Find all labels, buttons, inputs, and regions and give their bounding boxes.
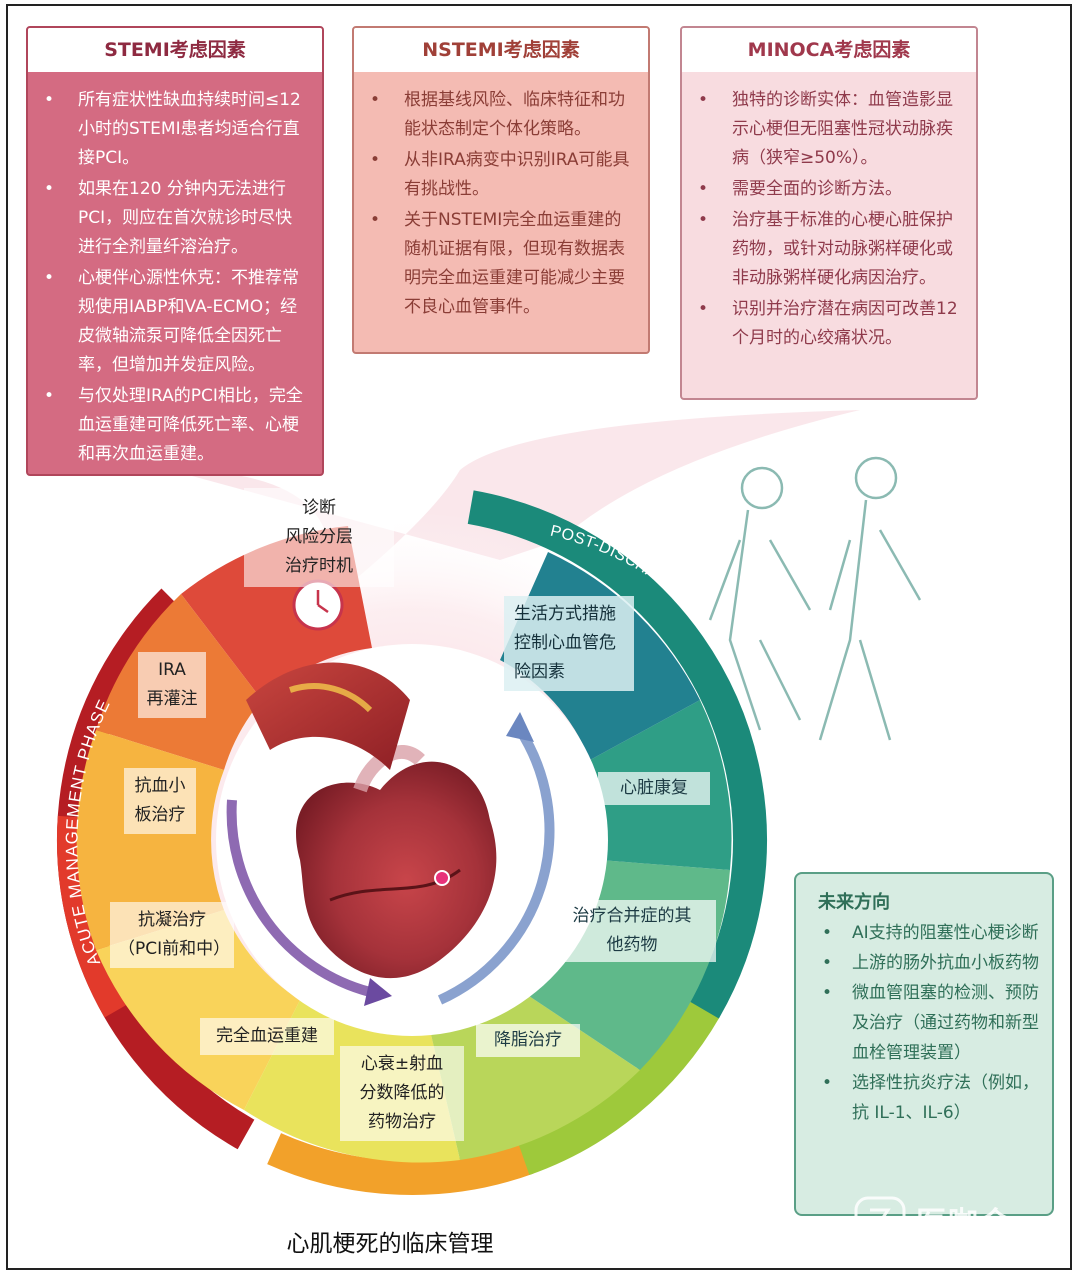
future-directions-box: 未来方向 AI支持的阻塞性心梗诊断 上游的肠外抗血小板药物 微血管阻塞的检测、预… xyxy=(794,872,1054,1216)
list-item: 选择性抗炎疗法（例如，抗 IL-1、IL-6） xyxy=(822,1068,1042,1128)
list-item: 关于NSTEMI完全血运重建的随机证据有限，但现有数据表明完全血运重建可能减少主… xyxy=(370,206,634,322)
list-item: 从非IRA病变中识别IRA可能具有挑战性。 xyxy=(370,146,634,204)
arrow-post xyxy=(437,727,555,1005)
stemi-list: 所有症状性缺血持续时间≤12小时的STEMI患者均适合行直接PCI。 如果在12… xyxy=(28,72,322,474)
artery-illustration xyxy=(246,662,410,770)
label-line: 控制心血管危 xyxy=(514,633,616,653)
center-label-line: 风险分层 xyxy=(285,527,353,547)
list-item: 上游的肠外抗血小板药物 xyxy=(822,948,1042,978)
comorbidity-drugs-label: 治疗合并症的其 他药物 xyxy=(548,900,716,962)
list-item: 识别并治疗潜在病因可改善12个月时的心绞痛状况。 xyxy=(698,295,962,353)
list-item: 独特的诊断实体：血管造影显示心梗但无阻塞性冠状动脉疾病（狭窄≥50%）。 xyxy=(698,86,962,173)
nstemi-considerations-box: NSTEMI考虑因素 根据基线风险、临床特征和功能状态制定个体化策略。 从非IR… xyxy=(352,26,650,354)
center-label: 诊断 风险分层 治疗时机 xyxy=(244,488,394,587)
label-line: 再灌注 xyxy=(146,689,198,709)
label-line: 生活方式措施 xyxy=(514,604,616,624)
stemi-title: STEMI考虑因素 xyxy=(28,28,322,72)
arrow-acute xyxy=(226,799,372,997)
lifestyle-label: 生活方式措施 控制心血管危 险因素 xyxy=(504,596,634,691)
cardiac-rehab-label: 心脏康复 xyxy=(598,772,710,805)
nstemi-list: 根据基线风险、临床特征和功能状态制定个体化策略。 从非IRA病变中识别IRA可能… xyxy=(354,72,648,334)
list-item: 心梗伴心源性休克：不推荐常规使用IABP和VA-ECMO；经皮微轴流泵可降低全因… xyxy=(44,264,308,380)
center-label-line: 诊断 xyxy=(302,498,336,518)
nstemi-title: NSTEMI考虑因素 xyxy=(354,28,648,72)
label-line: 分数降低的 xyxy=(359,1083,445,1103)
label-line: 心衰±射血 xyxy=(360,1054,444,1074)
center-label-line: 治疗时机 xyxy=(285,556,353,576)
watermark-logo-icon xyxy=(854,1196,906,1248)
list-item: 需要全面的诊断方法。 xyxy=(698,175,962,204)
list-item: 治疗基于标准的心梗心脏保护药物，或针对动脉粥样硬化或非动脉粥样硬化病因治疗。 xyxy=(698,206,962,293)
stemi-considerations-box: STEMI考虑因素 所有症状性缺血持续时间≤12小时的STEMI患者均适合行直接… xyxy=(26,26,324,476)
label-line: 抗血小 xyxy=(134,776,186,796)
antiplatelet-label: 抗血小 板治疗 xyxy=(124,768,196,834)
figure-frame xyxy=(6,4,1072,1270)
list-item: 根据基线风险、临床特征和功能状态制定个体化策略。 xyxy=(370,86,634,144)
minoca-title: MINOCA考虑因素 xyxy=(682,28,976,72)
hf-drugs-label: 心衰±射血 分数降低的 药物治疗 xyxy=(340,1046,464,1141)
heart-illustration xyxy=(296,761,497,979)
label-line: IRA xyxy=(158,660,186,680)
future-list: AI支持的阻塞性心梗诊断 上游的肠外抗血小板药物 微血管阻塞的检测、预防及治疗（… xyxy=(796,918,1052,1128)
label-line: 他药物 xyxy=(606,935,658,955)
watermark-text: 医咖会 xyxy=(916,1206,1012,1241)
label-line: （PCI前和中） xyxy=(118,939,231,959)
minoca-list: 独特的诊断实体：血管造影显示心梗但无阻塞性冠状动脉疾病（狭窄≥50%）。 需要全… xyxy=(682,72,976,365)
list-item: 如果在120 分钟内无法进行PCI，则应在首次就诊时尽快进行全剂量纤溶治疗。 xyxy=(44,175,308,262)
anticoagulation-label: 抗凝治疗 （PCI前和中） xyxy=(110,902,234,968)
future-title: 未来方向 xyxy=(818,892,890,913)
list-item: AI支持的阻塞性心梗诊断 xyxy=(822,918,1042,948)
label-line: 险因素 xyxy=(514,662,565,682)
complete-revasc-label: 完全血运重建 xyxy=(200,1018,334,1055)
label-line: 药物治疗 xyxy=(368,1112,436,1132)
list-item: 所有症状性缺血持续时间≤12小时的STEMI患者均适合行直接PCI。 xyxy=(44,86,308,173)
figure-caption: 心肌梗死的临床管理 xyxy=(286,1231,494,1257)
list-item: 与仅处理IRA的PCI相比，完全血运重建可降低死亡率、心梗和再次血运重建。 xyxy=(44,382,308,469)
lipid-lowering-label: 降脂治疗 xyxy=(476,1024,580,1057)
watermark: 医咖会 xyxy=(852,1194,1052,1250)
post-ring xyxy=(57,485,767,1195)
walking-couple-illustration xyxy=(708,456,922,741)
list-item: 微血管阻塞的检测、预防及治疗（通过药物和新型血栓管理装置） xyxy=(822,978,1042,1068)
clock-icon xyxy=(292,579,344,631)
label-line: 治疗合并症的其 xyxy=(572,906,692,926)
ira-reperfusion-label: IRA 再灌注 xyxy=(138,652,206,718)
label-line: 板治疗 xyxy=(134,805,186,825)
acute-ring xyxy=(57,485,767,1195)
minoca-considerations-box: MINOCA考虑因素 独特的诊断实体：血管造影显示心梗但无阻塞性冠状动脉疾病（狭… xyxy=(680,26,978,400)
label-line: 抗凝治疗 xyxy=(138,910,206,930)
